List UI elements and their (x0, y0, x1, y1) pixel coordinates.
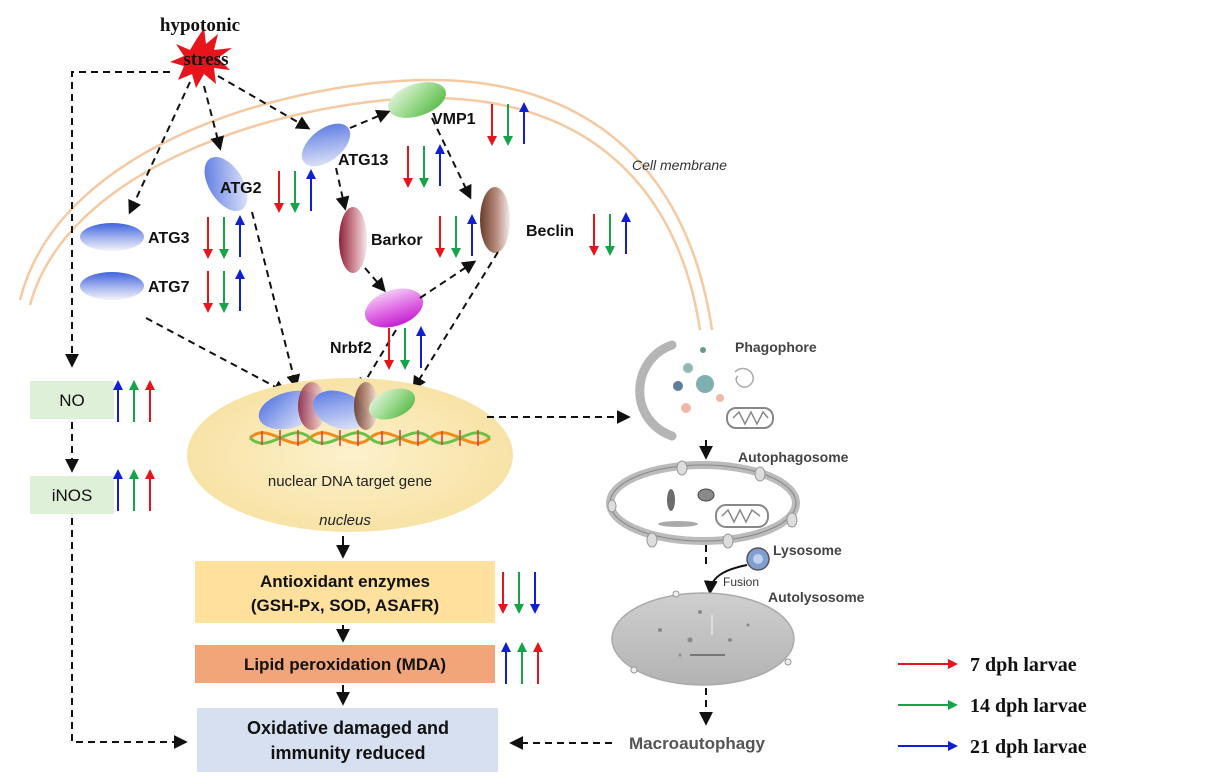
trend-arrows-atg3 (203, 215, 245, 259)
legend: 7 dph larvae 14 dph larvae 21 dph larvae (898, 654, 1087, 758)
macroautophagy-label: Macroautophagy (629, 734, 766, 753)
damage-label-line1: Oxidative damaged and (247, 718, 449, 738)
interaction-arrows (145, 109, 499, 394)
cell-membrane-label: Cell membrane (632, 157, 727, 173)
fusion-label: Fusion (723, 575, 759, 589)
phagophore-label: Phagophore (735, 339, 817, 355)
trigger-label-line1: hypotonic (160, 15, 240, 36)
trend-arrows-no (113, 380, 155, 422)
autophagosome-icon (606, 460, 800, 549)
bound-protein-complex (258, 382, 416, 430)
dna-helix-icon (248, 430, 492, 446)
barkor-shape (339, 207, 367, 273)
trigger-label-line2: stress (183, 49, 228, 70)
trend-arrows-inos (113, 469, 155, 511)
autolysosome-label: Autolysosome (768, 589, 865, 605)
legend-item-14dph: 14 dph larvae (898, 695, 1087, 717)
vmp1-label: VMP1 (432, 111, 476, 128)
nrbf2-label: Nrbf2 (330, 340, 372, 357)
barkor-label: Barkor (371, 232, 423, 249)
autolysosome-icon (611, 590, 795, 686)
beclin-label: Beclin (526, 223, 574, 240)
autophagosome-label: Autophagosome (738, 449, 849, 465)
trend-arrows-atg7 (203, 269, 245, 313)
legend-label-14dph: 14 dph larvae (970, 695, 1087, 717)
legend-item-7dph: 7 dph larvae (898, 654, 1077, 676)
antioxidant-label-line1: Antioxidant enzymes (260, 572, 430, 591)
trend-arrows-atg2 (274, 169, 316, 213)
damage-box (197, 708, 498, 772)
atg2-label: ATG2 (220, 180, 262, 197)
trend-arrows-vmp1 (487, 102, 529, 146)
antioxidant-box (195, 561, 495, 623)
phagophore-icon (635, 340, 774, 441)
atg7-shape (80, 272, 144, 300)
no-box (30, 381, 114, 419)
atg13-label: ATG13 (338, 152, 388, 169)
legend-label-7dph: 7 dph larvae (970, 654, 1077, 676)
trend-arrows-nrbf2 (384, 326, 426, 370)
trend-arrows-atg13 (403, 144, 445, 188)
trend-arrows-lipid (501, 642, 543, 684)
nrbf2-shape (364, 288, 424, 328)
stress-burst-icon (170, 28, 232, 88)
trend-arrows-beclin (589, 212, 631, 256)
atg3-label: ATG3 (148, 230, 190, 247)
lipid-peroxidation-box (195, 645, 495, 683)
atg7-label: ATG7 (148, 279, 190, 296)
stress-arrows (65, 71, 311, 368)
inos-label: iNOS (52, 486, 93, 505)
no-label: NO (59, 391, 85, 410)
trend-arrows-barkor (435, 214, 477, 258)
legend-item-21dph: 21 dph larvae (898, 736, 1087, 758)
vmp1-shape (388, 82, 446, 118)
lysosome-icon (746, 547, 770, 571)
atg3-shape (80, 223, 144, 251)
antioxidant-label-line2: (GSH-Px, SOD, ASAFR) (251, 596, 439, 615)
nuclear-gene-label: nuclear DNA target gene (268, 473, 432, 490)
nucleus-label: nucleus (319, 512, 371, 529)
atg13-shape (301, 123, 351, 167)
inos-box (30, 476, 114, 514)
atg2-shape (204, 157, 248, 211)
lipid-peroxidation-label: Lipid peroxidation (MDA) (244, 655, 446, 674)
beclin-shape (480, 187, 510, 253)
legend-label-21dph: 21 dph larvae (970, 736, 1087, 758)
lysosome-label: Lysosome (773, 542, 842, 558)
damage-label-line2: immunity reduced (270, 743, 425, 763)
trend-arrows-antioxidant (498, 572, 540, 614)
